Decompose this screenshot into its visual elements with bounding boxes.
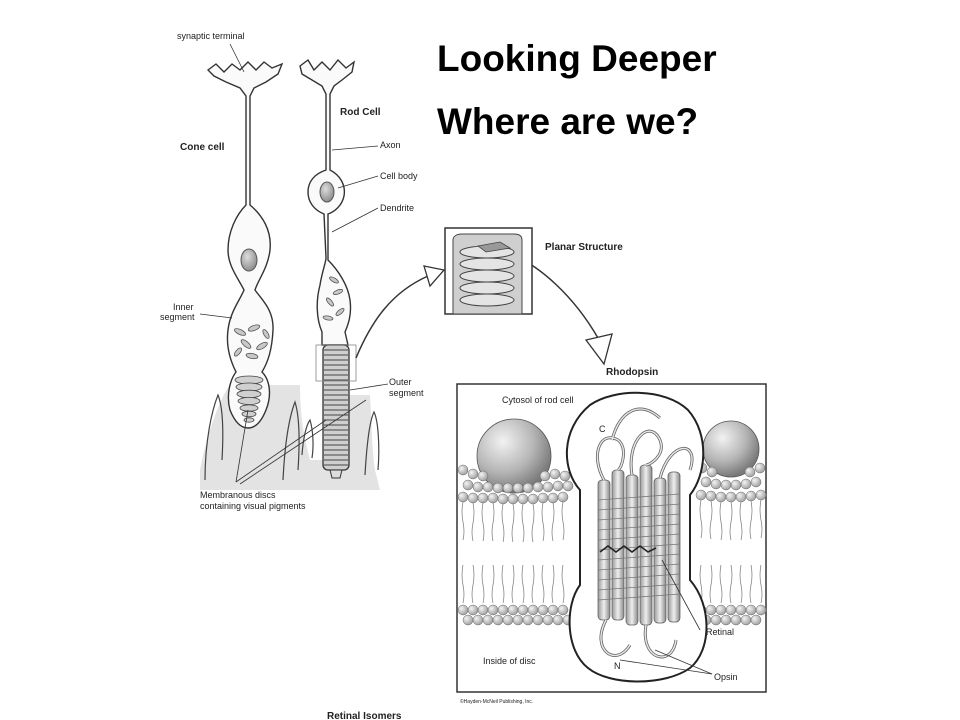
label-membranous-discs: Membranous discs [200, 490, 276, 500]
lipid-heads-top [457, 462, 767, 505]
label-inner: Inner [173, 302, 194, 312]
label-synaptic-terminal: synaptic terminal [177, 31, 245, 41]
rod-zoom-box [315, 344, 357, 382]
label-cell-body: Cell body [380, 171, 418, 181]
cone-mitochondria [233, 324, 270, 360]
lipid-tails-bottom [461, 564, 763, 604]
label-inside-disc: Inside of disc [483, 656, 536, 666]
label-copyright: ©Hayden-McNeil Publishing, Inc. [460, 698, 533, 705]
label-planar-structure: Planar Structure [545, 242, 623, 253]
label-cone-cell: Cone cell [180, 142, 225, 153]
lipid-heads-bottom [457, 604, 767, 626]
lipid-tails-top [461, 499, 763, 543]
cone-nucleus [240, 248, 258, 272]
slide-title: Looking Deeper [437, 38, 717, 79]
cone-cell-outline [206, 61, 284, 429]
label-cytosol: Cytosol of rod cell [502, 395, 574, 405]
label-segment-inner: segment [160, 312, 195, 322]
label-rhodopsin: Rhodopsin [606, 367, 658, 378]
label-axon: Axon [380, 140, 401, 150]
label-dendrite: Dendrite [380, 203, 414, 213]
helix-stripes [597, 493, 681, 601]
label-c-terminus: C [599, 424, 606, 434]
protein-sphere-left [476, 418, 552, 494]
planar-structure-panel: Planar Structure [444, 227, 623, 315]
label-opsin: Opsin [714, 672, 738, 682]
slide-subtitle: Where are we? [437, 101, 699, 142]
label-segment-outer: segment [389, 388, 424, 398]
rod-outer-segment [322, 344, 350, 471]
arrow-to-planar [355, 275, 429, 359]
label-retinal-isomers: Retinal Isomers [327, 711, 402, 720]
label-rod-cell: Rod Cell [340, 107, 381, 118]
cell-illustration: synaptic terminal Cone cell Rod Cell Axo… [160, 31, 424, 511]
label-retinal: Retinal [706, 627, 734, 637]
retinal-molecule [599, 545, 657, 553]
ribbon-loops-inner [596, 408, 693, 658]
label-n-terminus: N [614, 661, 621, 671]
rhodopsin-panel: Rhodopsin [456, 367, 767, 705]
rod-mitochondria [322, 276, 345, 321]
cone-outer-segment-discs [234, 375, 264, 423]
rod-nucleus [319, 181, 335, 203]
label-visual-pigments: containing visual pigments [200, 501, 306, 511]
rod-discs [324, 349, 348, 466]
label-outer: Outer [389, 377, 412, 387]
